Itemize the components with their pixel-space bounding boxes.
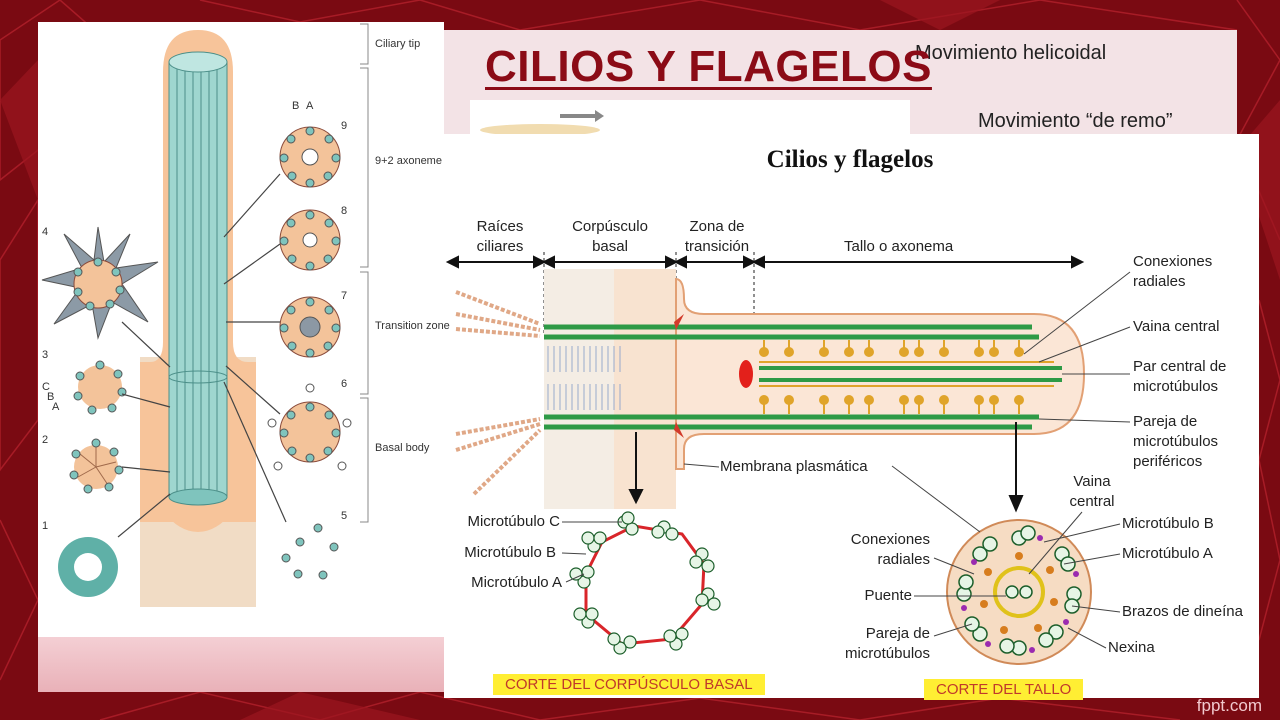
label-microtubulo-a-stem: Microtúbulo A	[1122, 545, 1213, 562]
label-pareja-microtubulos: Pareja de microtúbulos	[844, 625, 930, 662]
axoneme-bundle	[168, 51, 228, 506]
label-microtubulo-a-basal: Microtúbulo A	[471, 574, 562, 591]
tubule-letter-c: C	[42, 381, 50, 393]
label-transition-zone: Transition zone	[375, 320, 450, 332]
basal-cross-section	[569, 511, 721, 655]
label-puente: Puente	[864, 587, 912, 604]
pair-letter-b: B	[292, 100, 300, 112]
tubule-letter-a: A	[52, 401, 60, 413]
number-6: 6	[341, 378, 348, 390]
label-nexina: Nexina	[1108, 639, 1155, 656]
label-conexiones-radiales-stem: Conexiones radiales	[850, 531, 930, 568]
brand-watermark: fppt.com	[1196, 696, 1262, 715]
number-1: 1	[42, 520, 49, 532]
label-microtubulo-c: Microtúbulo C	[467, 513, 560, 530]
label-microtubulo-b-basal: Microtúbulo B	[464, 544, 556, 561]
left-panel-fade	[38, 637, 444, 692]
section-raices: Raíces ciliares	[476, 218, 524, 255]
transition-marker	[739, 360, 753, 388]
cross-section-6	[267, 383, 352, 471]
movement-label-helical: Movimiento helicoidal	[915, 42, 1107, 64]
callout-vaina-central: Vaina central	[1133, 318, 1220, 335]
section-title-basal: CORTE DEL CORPÚSCULO BASAL	[493, 674, 765, 695]
cilium-structure-diagram	[41, 23, 369, 607]
slide-title: CILIOS Y FLAGELOS	[485, 42, 932, 91]
diagram-title: Cilios y flagelos	[766, 146, 934, 173]
number-8: 8	[341, 205, 348, 217]
cross-section-2	[69, 438, 124, 494]
label-basal-body: Basal body	[375, 442, 430, 454]
movement-label-rowing: Movimiento “de remo”	[978, 110, 1173, 132]
label-microtubulo-b-stem: Microtúbulo B	[1122, 515, 1214, 532]
label-axoneme: 9+2 axoneme	[375, 155, 442, 167]
label-ciliary-tip: Ciliary tip	[375, 38, 421, 50]
tubule-letter-b: B	[47, 391, 55, 403]
number-5: 5	[341, 510, 348, 522]
cross-section-8	[279, 209, 341, 271]
section-corpusculo: Corpúsculo basal	[572, 218, 648, 255]
number-9: 9	[341, 120, 348, 132]
number-4: 4	[42, 226, 49, 238]
cross-section-5	[281, 523, 339, 580]
cross-section-7	[279, 296, 341, 358]
label-vaina-central-stem: Vaina central	[1069, 473, 1115, 510]
cross-section-9	[279, 126, 341, 188]
callout-conexiones-radiales: Conexiones radiales	[1133, 253, 1213, 290]
number-2: 2	[42, 434, 49, 446]
callout-par-central: Par central de microtúbulos	[1133, 358, 1227, 395]
stem-cross-section	[946, 519, 1092, 665]
cross-section-3	[73, 360, 127, 415]
movement-sketch	[470, 100, 910, 134]
section-tallo: Tallo o axonema	[844, 238, 954, 255]
section-title-tallo: CORTE DEL TALLO	[924, 679, 1084, 700]
section-zona: Zona de transición	[684, 218, 750, 255]
cross-section-4	[41, 226, 159, 340]
callout-pareja-perifericos: Pareja de microtúbulos periféricos	[1133, 413, 1219, 470]
cross-section-1	[58, 537, 118, 597]
flagellum-longitudinal-diagram	[445, 252, 1131, 665]
label-brazos-dineina: Brazos de dineína	[1122, 603, 1243, 620]
pair-letter-a: A	[306, 100, 314, 112]
number-3: 3	[42, 349, 49, 361]
callout-membrana: Membrana plasmática	[720, 458, 868, 475]
number-7: 7	[341, 290, 348, 302]
